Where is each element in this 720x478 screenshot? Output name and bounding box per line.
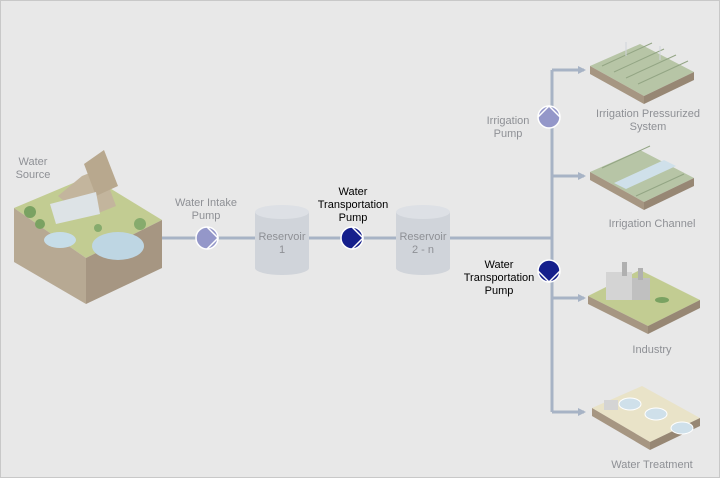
irrigation-pressurized-illustration bbox=[590, 42, 694, 104]
reservoir-2n-tank bbox=[396, 205, 450, 275]
industry-label: Industry bbox=[632, 344, 672, 356]
irrigation-channel-label: Irrigation Channel bbox=[608, 218, 696, 230]
water-source-label: Water Source bbox=[15, 156, 51, 181]
branch-arrows bbox=[552, 66, 586, 416]
irrigation-pump-label: Irrigation Pump bbox=[486, 115, 530, 140]
reservoir-1-label: Reservoir 1 bbox=[258, 231, 306, 256]
reservoir-2n-label: Reservoir 2 - n bbox=[399, 231, 447, 256]
irrigation-channel-illustration bbox=[590, 145, 694, 210]
irrigation-pump-icon[interactable] bbox=[537, 104, 561, 129]
reservoir-1-tank bbox=[255, 205, 309, 275]
irrigation-pressurized-label: Irrigation Pressurized System bbox=[596, 108, 700, 133]
water-intake-pump-label: Water Intake Pump bbox=[175, 197, 237, 222]
water-treatment-label: Water Treatment bbox=[611, 459, 693, 471]
transport-pump-1-label: Water Transportation Pump bbox=[317, 186, 389, 224]
industry-illustration bbox=[588, 262, 700, 334]
water-treatment-illustration bbox=[592, 386, 700, 450]
water-source-illustration bbox=[14, 150, 162, 304]
transport-pump-2-icon[interactable] bbox=[537, 259, 561, 284]
transport-pump-2-label: Water Transportation Pump bbox=[463, 259, 535, 297]
water-intake-pump-icon[interactable] bbox=[195, 226, 220, 250]
transport-pump-1-icon[interactable] bbox=[340, 226, 365, 250]
